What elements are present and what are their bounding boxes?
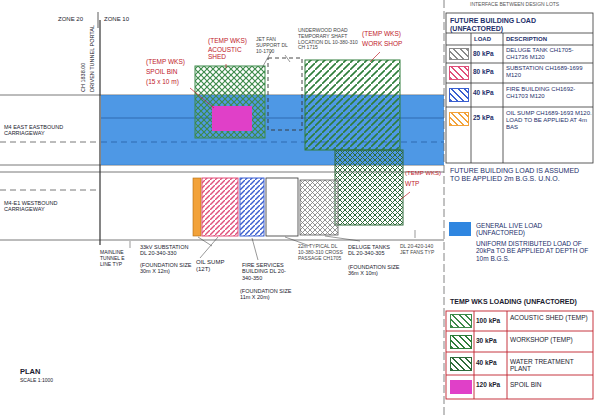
annotation-text: MAINLINE TUNNEL E LINE TYP xyxy=(100,250,136,267)
legend-text: OIL SUMP CH1689-1693 M120. LOAD TO BE AP… xyxy=(506,110,592,131)
annotation-text: M4 EAST EASTBOUND CARRIAGEWAY xyxy=(4,124,96,137)
annotation-text: SPOIL BIN xyxy=(146,68,192,75)
annotation-text: WORK SHOP xyxy=(362,40,406,47)
annotation-text: FIRE SERVICES BUILDING DL 20-340-350 xyxy=(242,262,296,281)
annotation-text: DL 20-420-140 JET FANS TYP xyxy=(400,244,443,256)
legend-swatch xyxy=(449,88,469,102)
annotation-text: 30 kPa xyxy=(476,337,506,344)
annotation-text: 80 kPa xyxy=(473,50,502,57)
annotation-text: TEMP WKS LOADING (UNFACTORED) xyxy=(450,298,590,306)
annotation-text: (TEMP WKS) xyxy=(146,58,192,65)
annotation-text: 40 kPa xyxy=(476,359,506,366)
annotation-text: DESCRIPTION xyxy=(506,36,592,43)
annotation-text: M4-E1 WESTBOUND CARRIAGEWAY xyxy=(4,200,96,213)
legend-text: SPOIL BIN xyxy=(510,381,592,388)
legend-text: ACOUSTIC SHED (TEMP) xyxy=(510,314,592,321)
fire-building-zone xyxy=(240,178,264,236)
annotation-text: UNIFORM DISTRIBUTED LOAD OF 20kPa TO BE … xyxy=(476,240,591,262)
interface-line xyxy=(444,0,445,417)
annotation-text: (TEMP WKS) xyxy=(208,37,252,44)
annotation-text: (TEMP WKS) xyxy=(362,30,406,37)
wtp-zone xyxy=(335,150,403,225)
annotation-text: 80 kPa xyxy=(473,68,502,75)
legend-swatch xyxy=(449,48,469,60)
annotation-text: OIL SUMP (12T) xyxy=(196,259,240,273)
acoustic-shed-zone xyxy=(195,66,265,138)
leader-lines xyxy=(190,52,410,200)
spoil-bin-zone xyxy=(212,106,252,131)
deluge-tank-zone xyxy=(300,180,338,235)
annotation-text: 120 kPa xyxy=(476,381,506,388)
annotation-text: FUTURE BUILDING LOAD IS ASSUMED TO BE AP… xyxy=(450,167,590,183)
annotation-text: (FOUNDATION SIZE 36m X 10m) xyxy=(348,264,410,277)
zone-line xyxy=(98,12,99,28)
annotation-text: CH 1838.00 xyxy=(80,63,86,92)
leader-lines xyxy=(130,50,415,260)
legend-swatch xyxy=(449,222,471,236)
annotation-text: (15 x 10 m) xyxy=(146,78,192,85)
legend-text: SUBSTATION CH1689-1699 M120 xyxy=(506,65,592,79)
annotation-text: SCALE 1:1000 xyxy=(20,378,70,384)
cross-passage xyxy=(266,178,298,236)
legend-text: DELUGE TANK CH1705-CH1736 M120 xyxy=(506,47,592,61)
legend-text: FIRE BUILDING CH1692-CH1703 M120 xyxy=(506,86,592,100)
annotation-text: ZONE 20 xyxy=(58,16,96,23)
oil-sump-zone xyxy=(193,178,201,236)
portal-line xyxy=(99,20,100,245)
annotation-text: UNDERWOOD ROAD TEMPORARY SHAFT LOCATION … xyxy=(298,28,360,51)
legend-swatch xyxy=(449,66,469,80)
annotation-text: (TEMP WKS) xyxy=(405,170,443,177)
annotation-text: PLAN xyxy=(20,368,60,377)
annotation-text: LOAD xyxy=(474,36,502,43)
annotation-text: (FOUNDATION SIZE 30m X 12m) xyxy=(140,262,202,275)
annotation-text: 40 kPa xyxy=(473,89,502,96)
workshop-zone xyxy=(305,60,400,150)
legend-swatch xyxy=(449,112,469,126)
temp-legend-table xyxy=(446,311,593,399)
annotation-text: 22m TYPICAL DL 10-380-310 CROSS PASSAGE … xyxy=(298,244,344,261)
annotation-text: (FOUNDATION SIZE 11m X 20m) xyxy=(240,288,302,301)
annotation-text: ACOUSTIC SHED xyxy=(208,46,252,61)
temporary-shaft xyxy=(268,58,302,130)
annotation-text: ZONE 10 xyxy=(104,16,144,23)
annotation-text: 33kV SUBSTATION DL 20-340-330 xyxy=(140,244,196,257)
legend-swatch xyxy=(450,335,472,349)
annotation-text: INTERFACE BETWEEN DESIGN LOTS xyxy=(470,2,593,8)
legend-text: WATER TREATMENT PLANT xyxy=(510,358,592,373)
annotation-text: DELUGE TANKS DL 20-340-305 xyxy=(348,244,398,257)
legend-swatch xyxy=(450,357,472,371)
legend-table xyxy=(446,13,593,163)
annotation-text: FUTURE BUILDING LOAD (UNFACTORED) xyxy=(450,17,590,33)
annotation-text: DRIVEN TUNNEL PORTAL xyxy=(89,25,95,92)
annotation-text: WTP xyxy=(405,180,443,187)
substation-zone xyxy=(202,178,238,236)
legend-text: WORKSHOP (TEMP) xyxy=(510,336,592,343)
annotation-text: JET FAN SUPPORT DL 10-1700 xyxy=(256,37,294,54)
legend-text: GENERAL LIVE LOAD (UNFACTORED) xyxy=(476,222,591,237)
annotation-text: 25 kPa xyxy=(473,114,502,121)
legend-swatch xyxy=(450,380,472,394)
legend-swatch xyxy=(450,314,472,328)
annotation-text: 100 kPa xyxy=(476,317,506,324)
